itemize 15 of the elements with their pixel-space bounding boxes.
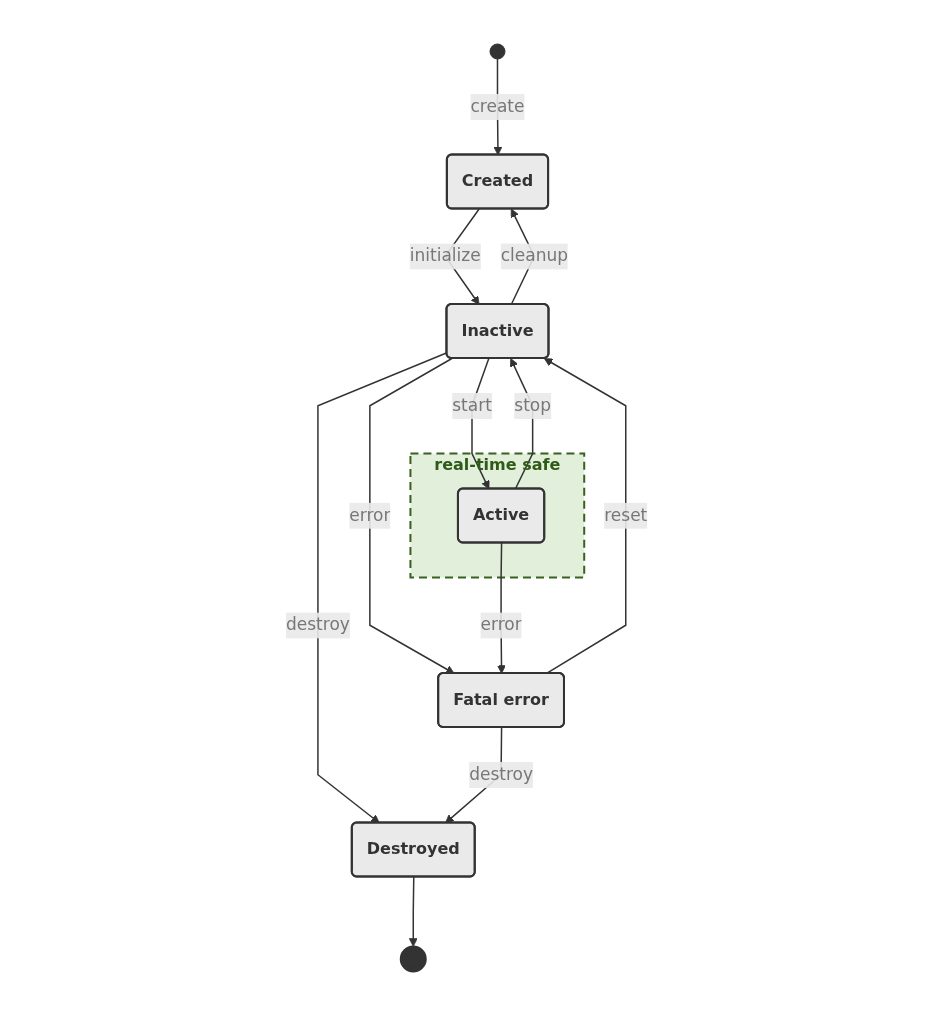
edge-label: initialize [409,245,481,266]
arrow [368,358,455,675]
edge-label: error [349,505,391,525]
edge-label: start [452,395,492,416]
node-circle [489,43,506,60]
edge-label: cleanup [500,245,568,266]
edge-label: stop [514,395,551,416]
edge-label: destroy [469,764,533,785]
edge-label: reset [604,505,648,525]
arrow [543,358,627,675]
edge-label: error [480,614,522,635]
arrow [408,876,418,948]
edge-label: destroy [285,614,350,635]
edge-label: create [470,96,525,117]
node-circle [399,945,427,973]
